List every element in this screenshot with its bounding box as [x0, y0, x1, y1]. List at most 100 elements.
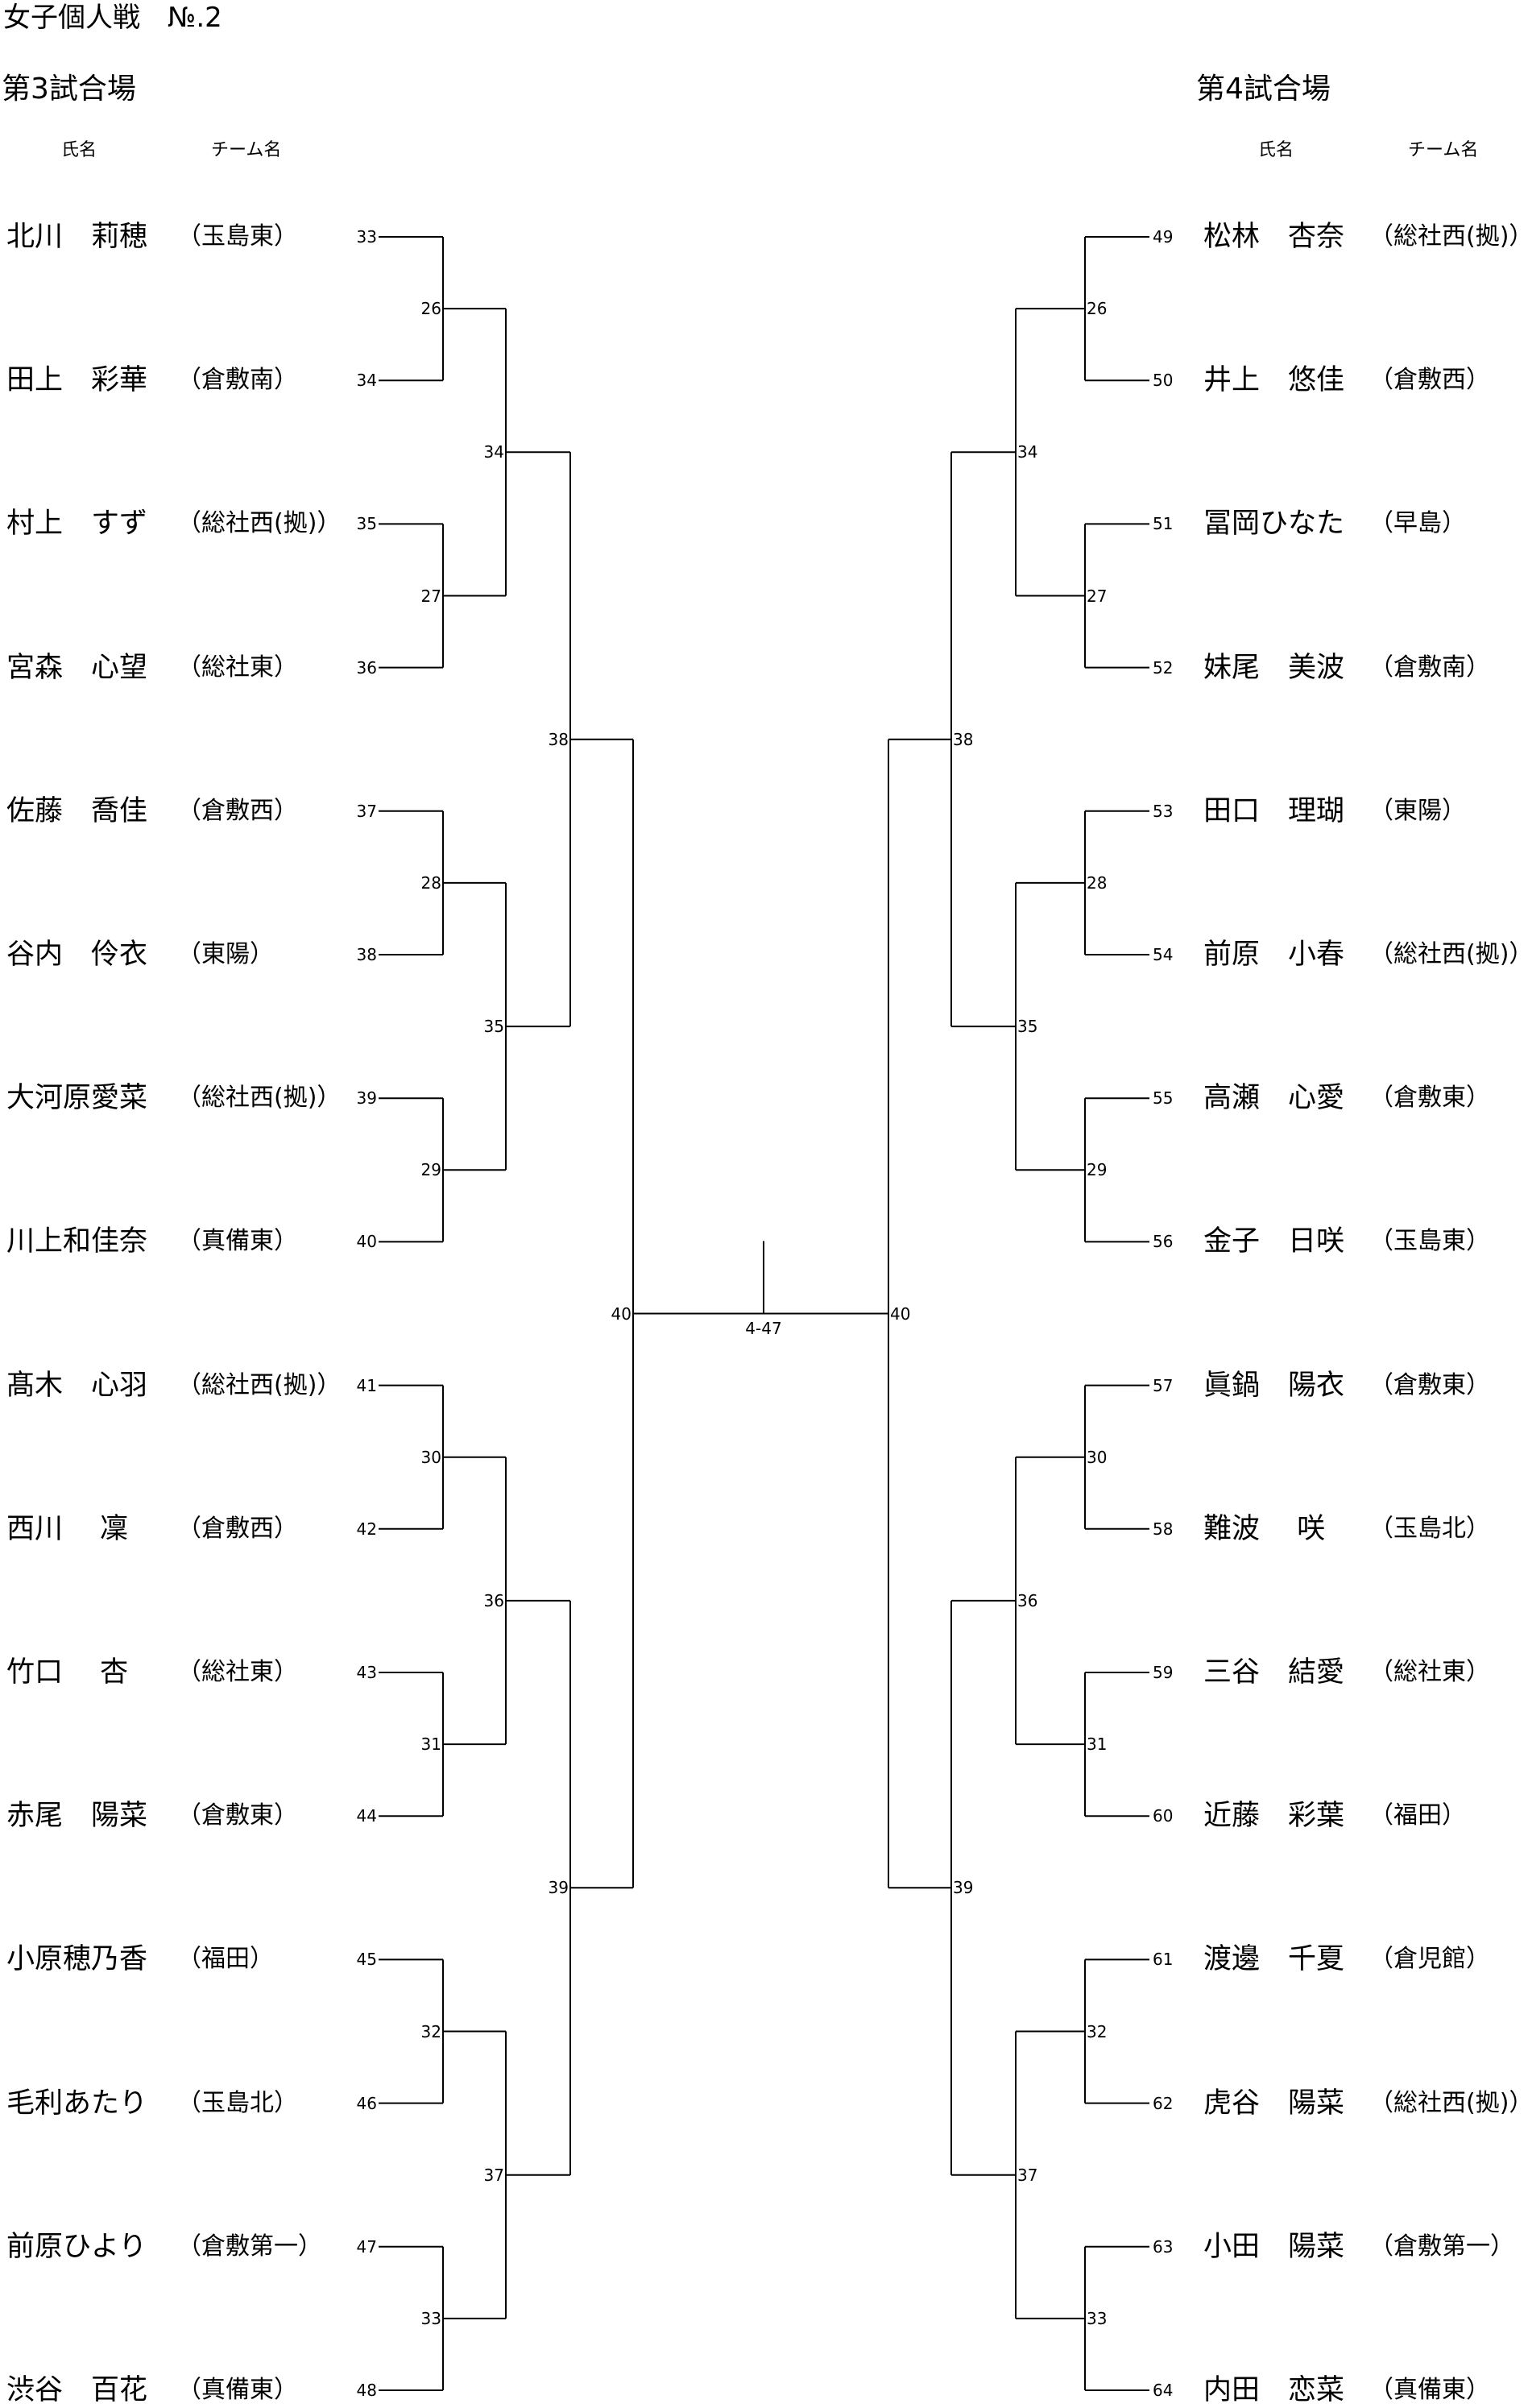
player-name: 妹尾 美波 — [1203, 651, 1345, 684]
round2-number: 30 — [420, 1447, 441, 1467]
player-name: 谷内 伶衣 — [6, 939, 148, 971]
right-name-header: 氏名 — [1258, 140, 1294, 160]
player-name: 村上 すず — [6, 508, 148, 541]
entry-number: 39 — [356, 1088, 377, 1109]
entry-number: 54 — [1153, 945, 1174, 964]
round2-number: 28 — [420, 872, 441, 893]
entry-number: 59 — [1153, 1663, 1174, 1682]
round5-number: 40 — [611, 1303, 631, 1324]
entry-number: 37 — [356, 801, 377, 821]
player-name: 田口 理瑚 — [1203, 794, 1345, 827]
entry-number: 57 — [1153, 1375, 1174, 1395]
player-team: （総社西(拠)） — [177, 1084, 342, 1113]
player-name: 毛利あたり — [6, 2087, 148, 2120]
round2-number: 29 — [420, 1160, 441, 1180]
player-team: （倉敷東） — [1369, 1084, 1490, 1113]
round3-number: 36 — [483, 1590, 504, 1610]
entry-number: 63 — [1153, 2236, 1174, 2257]
player-team: （倉敷南） — [1369, 653, 1490, 682]
entry-number: 51 — [1153, 514, 1174, 534]
player-name: 難波 咲 — [1203, 1512, 1326, 1545]
player-team: （早島） — [1369, 509, 1466, 538]
left-team-header: チーム名 — [211, 140, 282, 160]
entry-number: 48 — [356, 2381, 377, 2400]
round3-number: 34 — [483, 442, 504, 462]
entry-number: 50 — [1153, 371, 1174, 391]
player-team: （玉島東） — [1369, 1227, 1490, 1256]
player-team: （東陽） — [1369, 796, 1466, 825]
player-name: 髙木 心羽 — [6, 1369, 148, 1402]
entry-number: 36 — [356, 657, 377, 678]
player-team: （倉敷東） — [177, 1801, 298, 1830]
player-team: （総社東） — [177, 653, 298, 682]
round2-number: 27 — [1087, 586, 1108, 606]
player-name: 虎谷 陽菜 — [1203, 2087, 1345, 2120]
player-team: （倉児館） — [1369, 1945, 1490, 1974]
round2-number: 32 — [1087, 2021, 1108, 2041]
player-name: 北川 莉穂 — [6, 221, 148, 253]
player-team: （総社西(拠)） — [177, 1370, 342, 1399]
player-name: 宮森 心望 — [6, 651, 148, 684]
player-team: （倉敷西） — [177, 796, 298, 825]
player-team: （倉敷西） — [177, 1514, 298, 1543]
player-team: （総社西(拠)） — [1369, 940, 1528, 968]
round4-number: 38 — [953, 729, 974, 749]
entry-number: 52 — [1153, 657, 1174, 678]
round3-number: 35 — [483, 1017, 504, 1037]
player-name: 田上 彩華 — [6, 364, 148, 397]
player-name: 佐藤 喬佳 — [6, 794, 148, 827]
entry-number: 64 — [1153, 2381, 1174, 2400]
entry-number: 45 — [356, 1950, 377, 1970]
entry-number: 41 — [356, 1375, 377, 1395]
player-name: 前原 小春 — [1203, 939, 1345, 971]
player-team: （倉敷西） — [1369, 366, 1490, 395]
entry-number: 34 — [356, 371, 377, 391]
venue-left-title: 第3試合場 — [2, 73, 136, 106]
player-name: 内田 恋菜 — [1203, 2374, 1345, 2406]
right-team-header: チーム名 — [1408, 140, 1479, 160]
entry-number: 58 — [1153, 1519, 1174, 1539]
round2-number: 30 — [1087, 1447, 1108, 1467]
player-team: （真備東） — [1369, 2376, 1490, 2404]
player-team: （総社西(拠)） — [1369, 2088, 1528, 2117]
player-name: 松林 杏奈 — [1203, 221, 1345, 253]
entry-number: 49 — [1153, 227, 1174, 247]
entry-number: 46 — [356, 2093, 377, 2113]
player-team: （倉敷東） — [1369, 1370, 1490, 1399]
player-name: 渋谷 百花 — [6, 2374, 148, 2406]
entry-number: 56 — [1153, 1232, 1174, 1252]
entry-number: 33 — [356, 227, 377, 247]
entry-number: 44 — [356, 1806, 377, 1826]
round3-number: 35 — [1017, 1017, 1038, 1037]
player-team: （福田） — [177, 1945, 274, 1974]
round2-number: 32 — [420, 2021, 441, 2041]
player-team: （真備東） — [177, 2376, 298, 2404]
round2-number: 29 — [1087, 1160, 1108, 1180]
round2-number: 27 — [420, 586, 441, 606]
player-name: 大河原愛菜 — [6, 1082, 148, 1115]
player-name: 小田 陽菜 — [1203, 2230, 1345, 2263]
player-name: 金子 日咲 — [1203, 1225, 1345, 1258]
entry-number: 38 — [356, 945, 377, 964]
entry-number: 43 — [356, 1663, 377, 1682]
player-name: 小原穂乃香 — [6, 1943, 148, 1976]
round3-number: 34 — [1017, 442, 1038, 462]
player-team: （総社東） — [177, 1658, 298, 1686]
player-name: 渡邊 千夏 — [1203, 1943, 1345, 1976]
round5-number: 40 — [890, 1303, 911, 1324]
entry-number: 40 — [356, 1232, 377, 1252]
player-team: （玉島北） — [177, 2088, 298, 2117]
entry-number: 55 — [1153, 1088, 1174, 1109]
round4-number: 38 — [548, 729, 569, 749]
left-name-header: 氏名 — [61, 140, 97, 160]
player-name: 赤尾 陽菜 — [6, 1800, 148, 1833]
player-name: 近藤 彩葉 — [1203, 1800, 1345, 1833]
player-team: （倉敷第一） — [1369, 2232, 1514, 2261]
page-title: 女子個人戦 №.2 — [3, 2, 222, 34]
player-team: （真備東） — [177, 1227, 298, 1256]
round2-number: 31 — [1087, 1735, 1108, 1755]
round2-number: 33 — [1087, 2308, 1108, 2328]
player-team: （福田） — [1369, 1801, 1466, 1830]
entry-number: 60 — [1153, 1806, 1174, 1826]
